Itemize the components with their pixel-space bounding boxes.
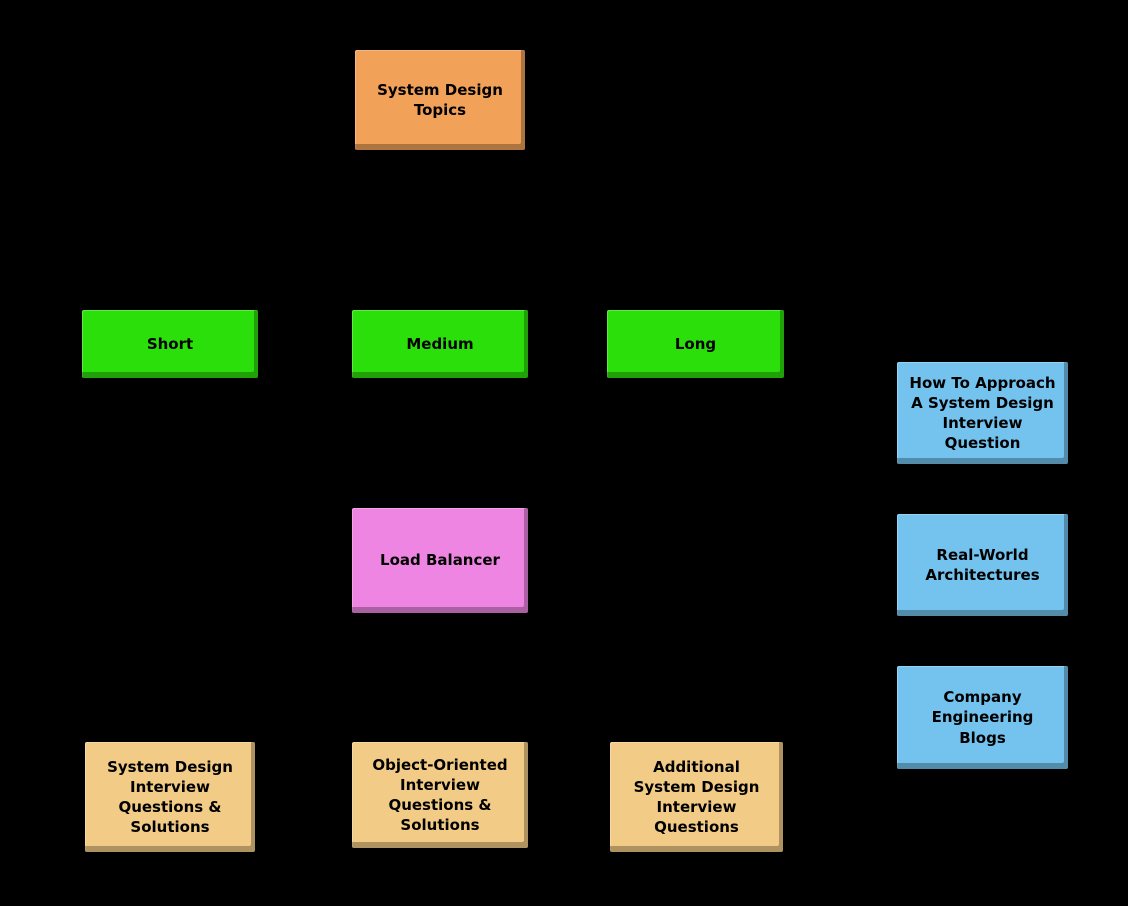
node-label: Object-Oriented Interview Questions & So… (372, 755, 508, 835)
node-label: Medium (406, 334, 474, 353)
node-system-design-interview-questions: System Design Interview Questions & Solu… (85, 742, 255, 852)
node-real-world-architectures: Real-World Architectures (897, 514, 1068, 616)
node-label: Company Engineering Blogs (931, 688, 1034, 747)
node-long: Long (607, 310, 784, 378)
node-label: How To Approach A System Design Intervie… (909, 373, 1056, 453)
node-label: Load Balancer (380, 551, 500, 570)
node-label: Long (674, 334, 717, 353)
node-load-balancer: Load Balancer (352, 508, 528, 613)
node-how-to-approach-interview-question: How To Approach A System Design Intervie… (897, 362, 1068, 464)
node-label: Short (146, 334, 194, 353)
node-medium: Medium (352, 310, 528, 378)
node-system-design-topics: System Design Topics (355, 50, 525, 150)
node-label: System Design Topics (377, 80, 503, 119)
node-short: Short (82, 310, 258, 378)
node-object-oriented-interview-questions: Object-Oriented Interview Questions & So… (352, 742, 528, 848)
node-label: System Design Interview Questions & Solu… (107, 757, 233, 837)
node-additional-system-design-questions: Additional System Design Interview Quest… (610, 742, 783, 852)
node-company-engineering-blogs: Company Engineering Blogs (897, 666, 1068, 769)
node-label: Additional System Design Interview Quest… (633, 757, 760, 837)
node-label: Real-World Architectures (925, 545, 1040, 584)
